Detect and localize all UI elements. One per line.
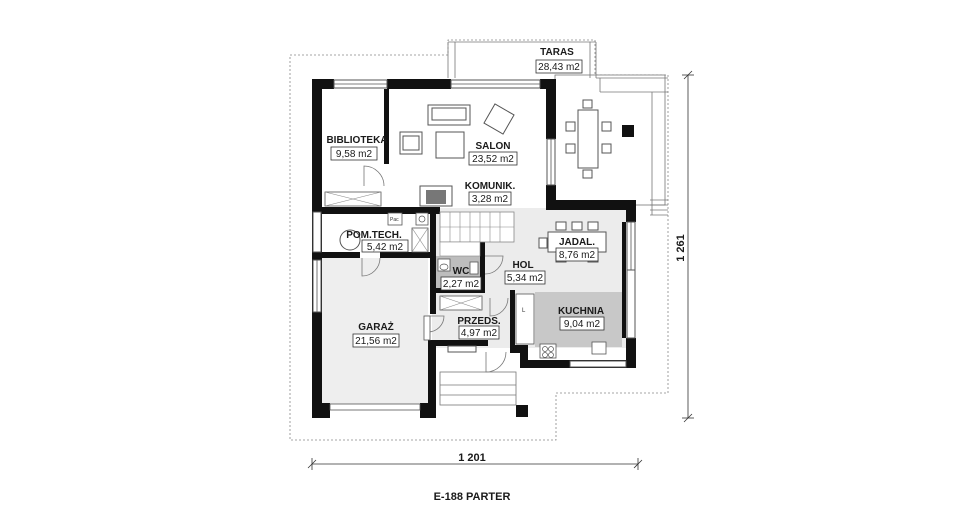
plan-caption: E-188 PARTER xyxy=(434,491,511,503)
przeds-name: PRZEDS. xyxy=(457,316,501,327)
garage-floor xyxy=(322,258,428,406)
kitchen-fixtures: L xyxy=(515,293,607,359)
width-dimension-label: 1 201 xyxy=(458,452,486,464)
jadal-name: JADAL. xyxy=(559,237,595,248)
pomtech-area-box xyxy=(361,239,409,253)
entrance-stairs xyxy=(439,351,517,406)
door-swings xyxy=(361,255,509,341)
przeds-area-box xyxy=(458,325,500,340)
fridge-label: L xyxy=(522,308,526,314)
width-dimension xyxy=(307,458,643,470)
komunik-area-box xyxy=(468,191,512,206)
pomtech-name: POM.TECH. xyxy=(346,230,402,241)
jadal-area: 8,76 m2 xyxy=(559,250,596,261)
biblioteka-area: 9,58 m2 xyxy=(336,149,373,160)
hol-name: HOL xyxy=(512,260,533,271)
kuchnia-area-box xyxy=(559,316,605,331)
hol-area: 5,34 m2 xyxy=(507,273,544,284)
kuchnia-area: 9,04 m2 xyxy=(564,319,601,330)
windows xyxy=(312,79,636,411)
kuchnia-name: KUCHNIA xyxy=(558,306,604,317)
komunik-area: 3,28 m2 xyxy=(472,194,509,205)
boiler-label: Pac xyxy=(390,217,399,223)
taras-area-box xyxy=(535,59,583,74)
pomtech-area: 5,42 m2 xyxy=(367,242,404,253)
garaz-area: 21,56 m2 xyxy=(355,336,397,347)
wc-fixtures xyxy=(437,258,479,275)
taras-name: TARAS xyxy=(540,47,574,58)
hol-area-box xyxy=(504,270,546,285)
garaz-name: GARAŻ xyxy=(358,320,394,333)
wc-area: 2,27 m2 xyxy=(443,279,480,290)
taras-area: 28,43 m2 xyxy=(538,62,580,73)
salon-name: SALON xyxy=(476,141,511,152)
tech-room-fixtures: Pac xyxy=(339,212,429,253)
wardrobe xyxy=(439,295,483,311)
wc-area-box xyxy=(440,276,482,291)
interior-stairs xyxy=(439,211,515,257)
biblioteka-name: BIBLIOTEKA xyxy=(326,135,387,146)
height-dimension xyxy=(682,70,694,423)
komunik-name: KOMUNIK. xyxy=(465,181,516,192)
garaz-area-box xyxy=(352,333,400,348)
salon-area-box xyxy=(468,151,518,166)
przeds-area: 4,97 m2 xyxy=(461,328,498,339)
height-dimension-label: 1 261 xyxy=(675,234,687,262)
salon-furniture xyxy=(399,103,515,207)
terrace-table xyxy=(565,99,634,179)
jadal-area-box xyxy=(555,247,599,262)
biblioteka-area-box xyxy=(330,146,378,161)
wc-name: WC xyxy=(453,266,470,277)
salon-area: 23,52 m2 xyxy=(472,154,514,165)
library-shelf xyxy=(324,165,385,207)
